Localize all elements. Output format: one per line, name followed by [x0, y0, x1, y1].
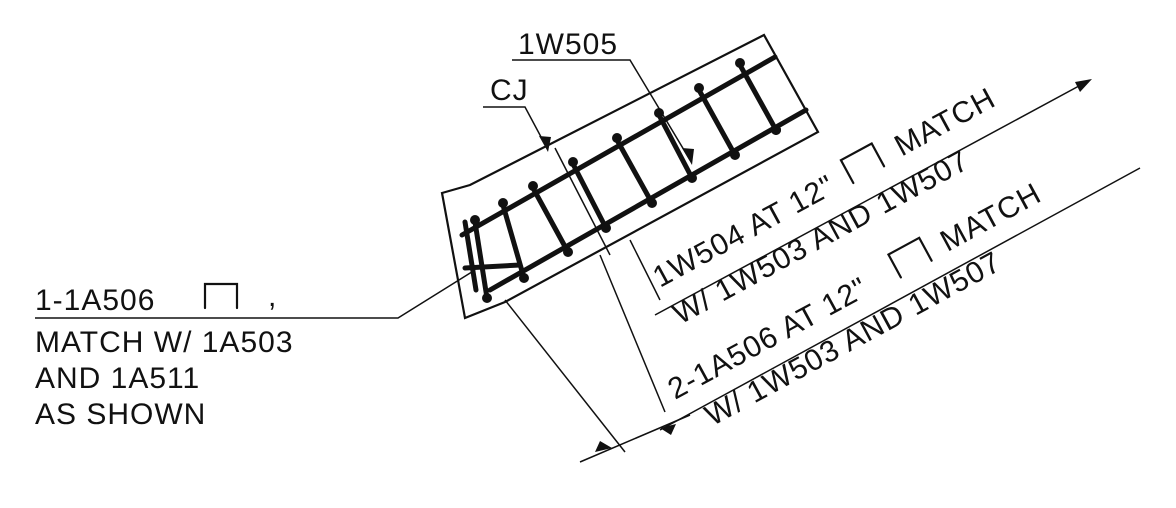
transverse-bar [696, 87, 738, 158]
1w505-arrowhead [682, 148, 694, 165]
left-callout-line4: AS SHOWN [35, 398, 206, 431]
transverse-bars [462, 62, 779, 301]
transverse-bar [614, 137, 655, 206]
cj-leader [483, 106, 549, 151]
left-callout-line1b: , [268, 280, 277, 313]
cj-arrowhead [539, 136, 551, 152]
1w505-leader [512, 59, 691, 161]
stirrup-symbol-icon [839, 141, 886, 185]
hooked-bar [462, 262, 523, 271]
dimension-extension-line [599, 254, 666, 413]
1w504-leader-line [654, 79, 1091, 316]
dimension-line [579, 414, 691, 463]
1w504-arrowhead [1075, 79, 1092, 92]
1a506-leader-line [659, 167, 1141, 431]
left-callout: 1-1A506 , MATCH W/ 1A503 AND 1A511 AS SH… [35, 280, 294, 431]
left-callout-line1: 1-1A506 [35, 284, 155, 317]
transverse-bar [737, 62, 779, 133]
transverse-bar [570, 161, 609, 231]
left-callout-leader [35, 269, 476, 319]
concrete-section-outline [440, 33, 820, 320]
hooked-bar [462, 219, 479, 293]
transverse-bar [530, 185, 571, 255]
cj-label: CJ [490, 74, 529, 107]
construction-joint-line [554, 147, 611, 256]
dimension-arrow-right [660, 424, 676, 435]
1w505-label: 1W505 [518, 28, 618, 61]
bar-dots [470, 58, 781, 303]
stirrup-symbol-icon [886, 236, 933, 279]
left-callout-line3: AND 1A511 [35, 362, 200, 395]
stirrup-symbol-icon [203, 282, 239, 310]
transverse-bar [472, 219, 490, 301]
left-callout-line2: MATCH W/ 1A503 [35, 326, 294, 359]
transverse-bar [656, 112, 695, 181]
dimension-extension-line [629, 239, 661, 301]
dimension-extension-line [504, 299, 626, 453]
dimension-arrow-left [595, 441, 612, 452]
